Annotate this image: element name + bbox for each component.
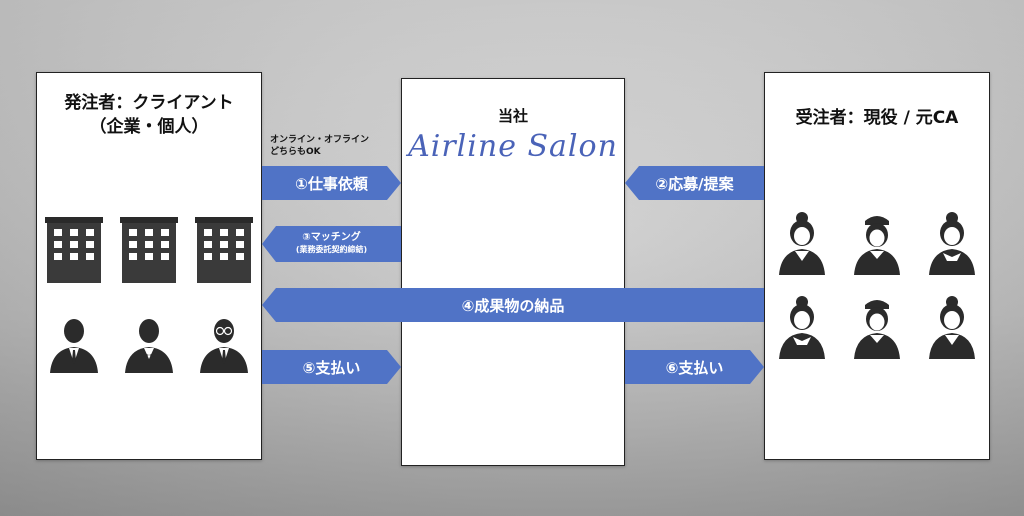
client-title-line1: 発注者：クライアント bbox=[64, 93, 234, 113]
arrow-payment-client-label: ⑤支払い bbox=[302, 358, 361, 377]
arrow-apply-propose-label: ②応募/提案 bbox=[655, 174, 734, 193]
arrow-deliverables-label: ④成果物の納品 bbox=[461, 296, 565, 315]
contractor-title: 受注者：現役 / 元CA bbox=[795, 108, 959, 128]
flight-attendant-icon bbox=[779, 212, 826, 275]
building-icon bbox=[194, 217, 253, 283]
note-line1: オンライン・オフライン bbox=[270, 135, 370, 145]
arrow-apply-propose: ②応募/提案 bbox=[625, 166, 764, 200]
arrow-payment-contractor: ⑥支払い bbox=[625, 350, 764, 384]
building-icon bbox=[45, 217, 104, 283]
online-offline-note: オンライン・オフライン どちらもOK bbox=[270, 134, 369, 158]
flight-attendant-icon bbox=[928, 212, 975, 275]
building-icon bbox=[119, 217, 178, 283]
arrow-payment-client: ⑤支払い bbox=[262, 350, 401, 384]
arrow-matching-sublabel: (業務委託契約締結) bbox=[295, 245, 368, 254]
flight-attendant-icons-row2 bbox=[765, 295, 989, 359]
businessman-icons bbox=[37, 317, 261, 373]
flight-attendant-icon bbox=[779, 296, 826, 359]
arrow-job-request: ①仕事依頼 bbox=[262, 166, 401, 200]
company-panel: 当社 Airline Salon bbox=[401, 78, 625, 466]
company-label: 当社 bbox=[497, 107, 528, 125]
client-panel: 発注者：クライアント （企業・個人） bbox=[36, 72, 262, 460]
flight-attendant-icons-row1 bbox=[765, 211, 989, 275]
flight-attendant-icon bbox=[928, 296, 975, 359]
businessman-icon bbox=[199, 319, 248, 373]
arrow-job-request-label: ①仕事依頼 bbox=[295, 174, 368, 193]
client-title: 発注者：クライアント （企業・個人） bbox=[37, 91, 261, 139]
note-line2: どちらもOK bbox=[270, 147, 321, 157]
building-icons bbox=[37, 215, 261, 283]
arrow-matching: ③マッチング (業務委託契約締結) bbox=[262, 226, 401, 262]
arrow-deliverables: ④成果物の納品 bbox=[262, 288, 764, 322]
businessman-icon bbox=[124, 319, 173, 373]
brand-logo: Airline Salon bbox=[408, 129, 618, 164]
arrow-payment-contractor-label: ⑥支払い bbox=[665, 358, 724, 377]
arrow-matching-label: ③マッチング bbox=[302, 232, 361, 243]
flight-attendant-icon bbox=[853, 216, 900, 275]
client-title-line2: （企業・個人） bbox=[89, 117, 209, 137]
businessman-icon bbox=[50, 319, 99, 373]
contractor-panel: 受注者：現役 / 元CA bbox=[764, 72, 990, 460]
flight-attendant-icon bbox=[853, 300, 900, 359]
